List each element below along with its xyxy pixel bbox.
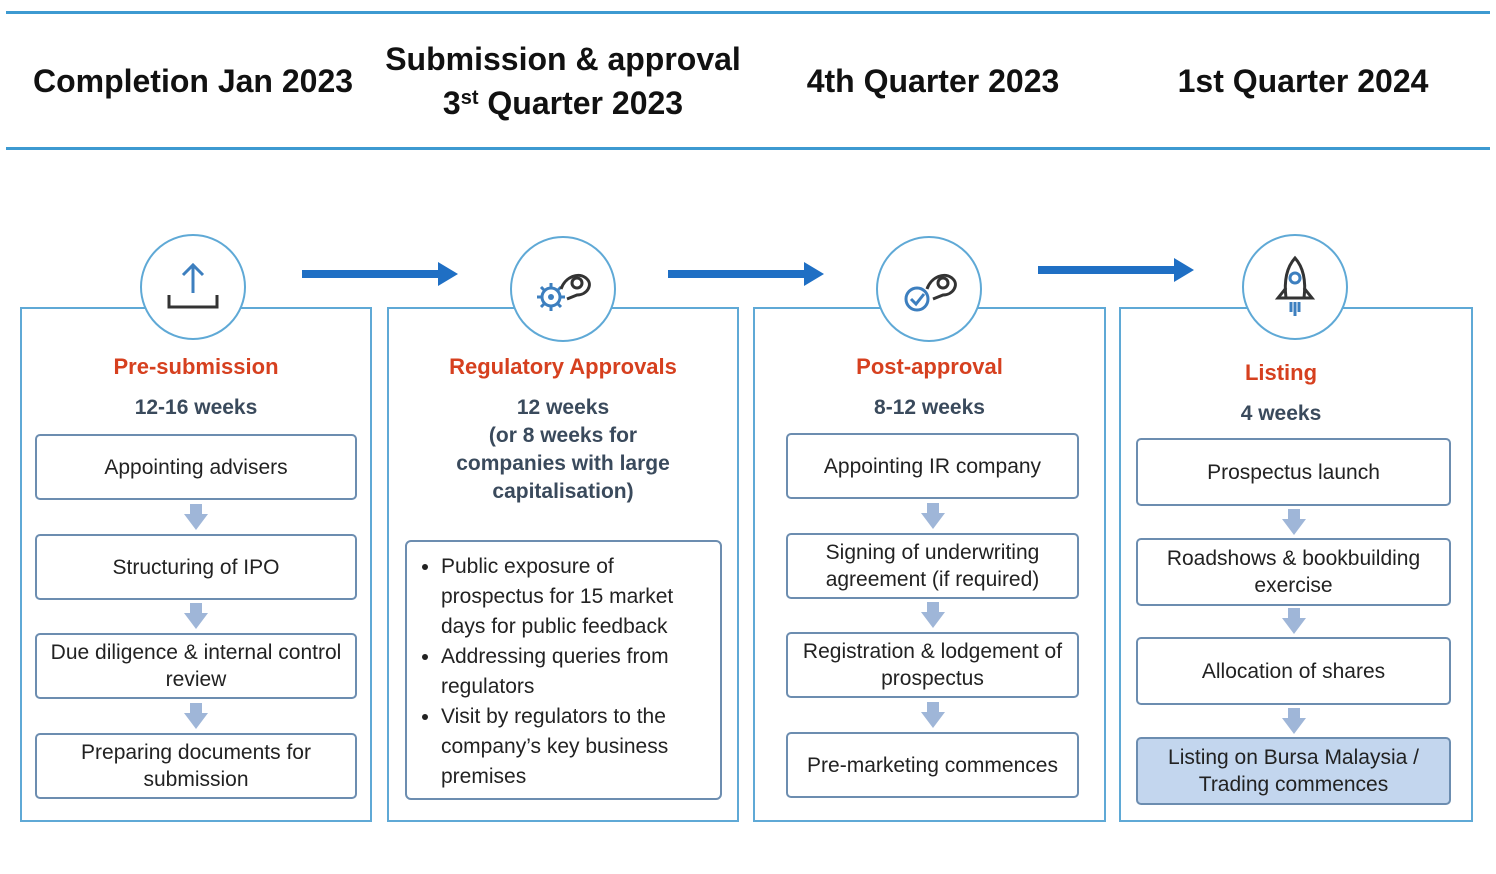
quarter-rest: Quarter 2023 [478, 85, 684, 121]
arrow-down-icon [1282, 608, 1306, 634]
top-rule [6, 11, 1490, 14]
regulatory-bullet-list: Public exposure of prospectus for 15 mar… [419, 552, 708, 792]
regulatory-icon-circle [510, 236, 616, 342]
rocket-icon [1274, 255, 1316, 316]
step-label: Preparing documents for submission [81, 741, 311, 791]
arrow-right-icon [1038, 258, 1194, 282]
check-gear-icon [904, 273, 957, 312]
arrow-down-icon [921, 503, 945, 529]
step-label: Roadshows & bookbuilding exercise [1166, 547, 1421, 597]
step-due-diligence: Due diligence & internal control review [35, 633, 357, 699]
step-label: Structuring of IPO [112, 555, 280, 579]
step-label: Signing of underwriting agreement (if re… [825, 541, 1040, 591]
regulatory-duration: 12 weeks (or 8 weeks for companies with … [456, 396, 670, 503]
step-label: Allocation of shares [1201, 659, 1386, 683]
phase-q4-label: 4th Quarter 2023 [806, 63, 1060, 99]
arrow-down-icon [184, 703, 208, 729]
arrow-down-icon [184, 603, 208, 629]
step-prospectus-launch: Prospectus launch [1136, 438, 1451, 506]
listing-icon-circle [1242, 234, 1348, 340]
step-label: Pre-marketing commences [807, 753, 1058, 777]
step-label: Appointing IR company [823, 454, 1042, 478]
quarter-ordinal: st [460, 87, 479, 109]
presubmission-title: Pre-submission [113, 354, 279, 379]
regulatory-title: Regulatory Approvals [449, 354, 677, 379]
phase-completion-label: Completion Jan 2023 [32, 63, 354, 99]
phase-q1: 1st Quarter 2024 [1130, 14, 1476, 148]
step-label: Due diligence & internal control review [50, 641, 342, 691]
step-label: Appointing advisers [104, 455, 288, 479]
upload-icon [167, 262, 219, 309]
bullet-item: Public exposure of prospectus for 15 mar… [441, 552, 708, 642]
step-label: Prospectus launch [1207, 460, 1380, 484]
step-preparing-documents: Preparing documents for submission [35, 733, 357, 799]
phase-submission-line2: 3st Quarter 2023 [443, 81, 683, 125]
postapproval-icon-circle [876, 236, 982, 342]
bullet-item: Visit by regulators to the company’s key… [441, 702, 708, 792]
arrow-down-icon [184, 504, 208, 530]
regulatory-bullet-box: Public exposure of prospectus for 15 mar… [405, 540, 722, 800]
step-pre-marketing: Pre-marketing commences [786, 732, 1079, 798]
step-listing-bursa: Listing on Bursa Malaysia / Trading comm… [1136, 737, 1451, 805]
step-label: Listing on Bursa Malaysia / Trading comm… [1168, 746, 1419, 796]
phase-q4: 4th Quarter 2023 [760, 14, 1106, 148]
arrow-down-icon [1282, 509, 1306, 535]
quarter-number: 3 [442, 85, 461, 121]
step-signing-underwriting: Signing of underwriting agreement (if re… [786, 533, 1079, 599]
arrow-down-icon [921, 702, 945, 728]
listing-title: Listing [1244, 360, 1318, 385]
bullet-item: Addressing queries from regulators [441, 642, 708, 702]
phase-submission: Submission & approval 3st Quarter 2023 [380, 14, 746, 148]
step-registration-lodgement: Registration & lodgement of prospectus [786, 632, 1079, 698]
phase-submission-line1: Submission & approval [385, 41, 741, 77]
phase-completion: Completion Jan 2023 [20, 14, 366, 148]
postapproval-duration: 8-12 weeks [874, 396, 985, 419]
step-allocation-shares: Allocation of shares [1136, 637, 1451, 705]
arrow-right-icon [302, 262, 458, 286]
step-roadshows: Roadshows & bookbuilding exercise [1136, 538, 1451, 606]
arrow-down-icon [921, 602, 945, 628]
arrow-down-icon [1282, 708, 1306, 734]
step-appointing-ir: Appointing IR company [786, 433, 1079, 499]
gears-icon [537, 273, 591, 311]
listing-duration: 4 weeks [1240, 402, 1322, 425]
postapproval-title: Post-approval [856, 354, 1003, 379]
arrow-right-icon [668, 262, 824, 286]
phase-q1-label: 1st Quarter 2024 [1177, 63, 1429, 99]
step-label: Registration & lodgement of prospectus [802, 640, 1063, 690]
presubmission-icon-circle [140, 234, 246, 340]
step-structuring-ipo: Structuring of IPO [35, 534, 357, 600]
bottom-rule [6, 147, 1490, 150]
presubmission-duration: 12-16 weeks [134, 396, 258, 419]
step-appointing-advisers: Appointing advisers [35, 434, 357, 500]
